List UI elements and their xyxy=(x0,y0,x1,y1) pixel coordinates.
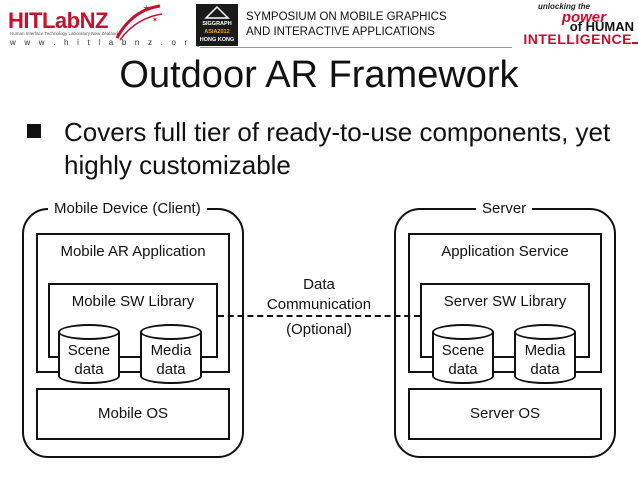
client-panel-label: Mobile Device (Client) xyxy=(48,200,207,217)
server-os-label: Server OS xyxy=(469,405,541,422)
client-os-label: Mobile OS xyxy=(97,405,169,422)
hitlab-swoosh-icon: ✶ ✶ ✶ xyxy=(115,3,163,41)
hitlab-logo-a: HIT xyxy=(8,8,42,33)
svg-text:✶: ✶ xyxy=(142,4,150,15)
server-media-cylinder-top xyxy=(514,324,576,340)
client-media-cylinder xyxy=(140,332,202,384)
siggraph-mark-icon xyxy=(204,6,230,19)
client-media-cylinder-top xyxy=(140,324,202,340)
unlocking-line1: unlocking the xyxy=(538,2,590,11)
hitlab-logo-b: LabNZ xyxy=(41,8,108,33)
client-library-label: Mobile SW Library xyxy=(71,293,195,310)
client-scene-cylinder xyxy=(58,332,120,384)
client-media-label: Media data xyxy=(150,342,192,378)
client-scene-cylinder-top xyxy=(58,324,120,340)
server-library-label: Server SW Library xyxy=(443,293,567,310)
server-app-label: Application Service xyxy=(441,243,569,260)
server-scene-label: Scene data xyxy=(441,342,485,378)
siggraph-line1: SIGGRAPH xyxy=(202,21,232,27)
symposium-title: SYMPOSIUM ON MOBILE GRAPHICS AND INTERAC… xyxy=(246,10,447,40)
siggraph-line3: HONG KONG xyxy=(199,37,235,43)
hitlab-url: w w w . h i t l a b n z . o r g xyxy=(10,38,204,47)
data-link-line xyxy=(218,315,420,317)
link-label-line2: Communication xyxy=(244,296,394,313)
server-os-box xyxy=(408,388,602,440)
svg-text:✶: ✶ xyxy=(156,3,161,10)
server-media-cylinder xyxy=(514,332,576,384)
link-label-line3: (Optional) xyxy=(286,321,352,338)
bullet-text: Covers full tier of ready-to-use compone… xyxy=(64,117,611,180)
siggraph-asia-logo: SIGGRAPH ASIA2012 HONG KONG xyxy=(196,4,238,46)
server-scene-cylinder xyxy=(432,332,494,384)
header-rule xyxy=(200,47,512,48)
slide-title: Outdoor AR Framework xyxy=(119,54,519,96)
unlocking-line3: of HUMAN xyxy=(569,19,634,34)
symposium-line2: AND INTERACTIVE APPLICATIONS xyxy=(246,26,435,38)
server-scene-cylinder-top xyxy=(432,324,494,340)
client-os-box xyxy=(36,388,230,440)
svg-text:✶: ✶ xyxy=(152,16,158,24)
hitlab-tagline: Human Interface Technology Laboratory Ne… xyxy=(10,31,118,36)
symposium-line1: SYMPOSIUM ON MOBILE GRAPHICS xyxy=(246,11,447,23)
unlocking-line2: power xyxy=(561,9,606,26)
link-label-line1: Data xyxy=(303,276,335,293)
unlocking-dash xyxy=(632,42,638,44)
siggraph-line2: ASIA2012 xyxy=(204,29,230,35)
client-app-label: Mobile AR Application xyxy=(60,243,206,260)
unlocking-line4: INTELLIGENCE xyxy=(523,31,632,47)
server-media-label: Media data xyxy=(524,342,566,378)
client-scene-label: Scene data xyxy=(67,342,111,378)
hitlab-logo: HITLabNZ xyxy=(8,8,108,34)
bullet-square-icon xyxy=(27,124,41,138)
server-panel-label: Server xyxy=(476,200,533,217)
